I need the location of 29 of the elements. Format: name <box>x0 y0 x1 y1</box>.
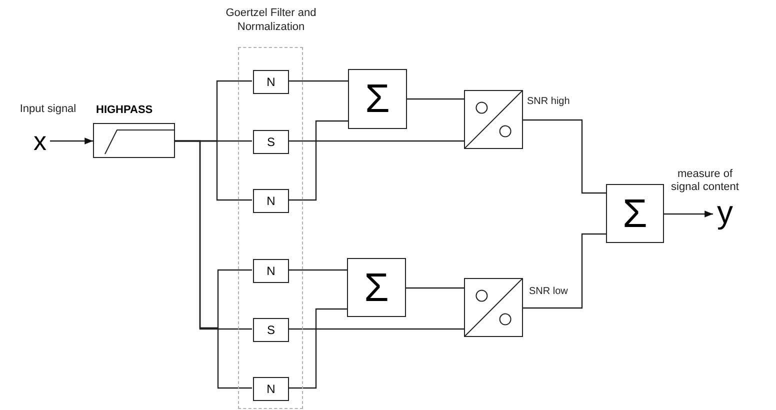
edge-label: SNR high <box>527 96 570 108</box>
filter-block: S <box>253 130 289 154</box>
filter-block: N <box>253 70 289 94</box>
filter-block: N <box>253 259 289 283</box>
annotation-text: Input signal <box>18 103 78 116</box>
filter-heading: HIGHPASS <box>96 103 153 117</box>
connector-line <box>523 119 606 194</box>
connector-line <box>664 210 713 218</box>
annotation-text: measure of signal content <box>670 168 740 194</box>
connector-line <box>288 328 464 330</box>
connector-line <box>288 120 348 201</box>
connector-line <box>288 140 464 142</box>
filter-block: N <box>253 189 289 213</box>
connector-line <box>407 98 464 100</box>
connector-line <box>175 140 252 389</box>
connector-line <box>288 269 347 271</box>
connector-line <box>50 138 93 144</box>
connector-line <box>288 308 347 389</box>
connector-line <box>406 287 464 289</box>
group-heading: Goertzel Filter and Normalization <box>224 6 318 34</box>
connector-line <box>288 80 348 82</box>
summation-block: Σ <box>347 258 406 317</box>
filter-block: N <box>253 377 289 401</box>
summation-block: Σ <box>348 69 407 129</box>
filter-block: S <box>253 318 289 342</box>
connector-line <box>523 233 606 309</box>
signal-symbol: x <box>34 128 46 154</box>
summation-block: Σ <box>606 184 664 243</box>
signal-symbol: y <box>717 196 733 228</box>
